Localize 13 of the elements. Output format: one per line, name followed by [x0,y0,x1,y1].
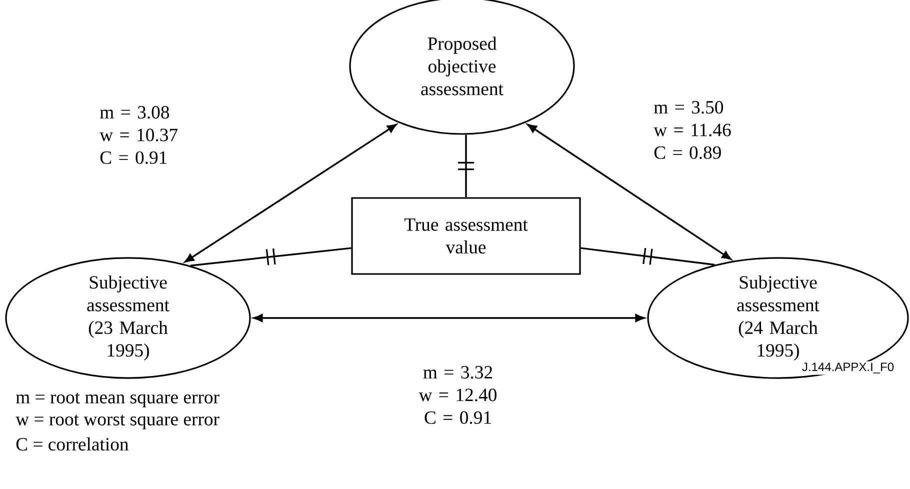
note: C = correlation [16,437,128,451]
double-bar-line [457,134,475,198]
arrow [253,314,645,322]
edge-label: m = 3.50 w = 11.46 C = 0.89 [652,100,735,160]
figure-id: J.144.APPX.I_F0 [800,361,896,375]
note: w = root worst square error [16,414,220,430]
edge-label: m = 3.32 w = 12.40 C = 0.91 [416,364,500,426]
arrow [527,124,732,260]
double-bar-line [580,247,715,266]
edge-label: m = 3.08 w = 10.37 C = 0.91 [98,104,181,166]
value-box: True assessment value [351,197,581,275]
arrow [184,124,397,262]
double-bar-line [190,247,352,266]
